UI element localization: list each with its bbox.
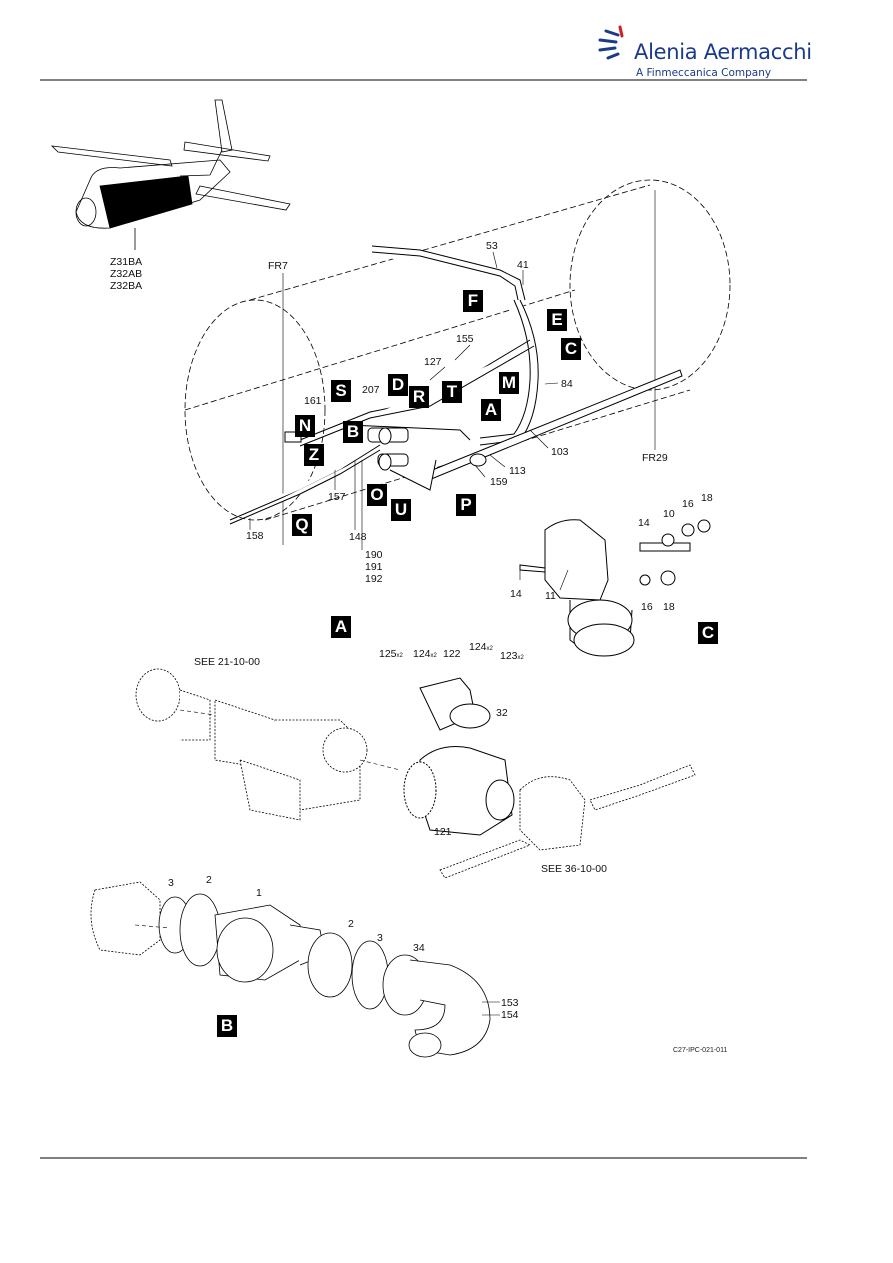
detail-title-a: A	[331, 616, 351, 638]
part-label: 41	[517, 259, 529, 271]
part-label: 153	[501, 997, 519, 1009]
part-label: 125x2	[379, 648, 403, 660]
part-label: 14	[638, 517, 650, 529]
part-label: 11	[545, 590, 556, 602]
part-label: 16	[641, 601, 653, 613]
part-label: 158	[246, 530, 264, 542]
part-label-stack: 153 154	[501, 997, 519, 1021]
frame-label-fr29: FR29	[642, 452, 668, 464]
part-label: 18	[663, 601, 675, 613]
valve-detail-c	[519, 519, 711, 657]
part-label-stack: 190 191 192	[365, 549, 383, 585]
reference-see-36: SEE 36-10-00	[541, 863, 607, 875]
part-label: 3	[168, 877, 174, 889]
part-label: 113	[509, 465, 526, 477]
view-marker-u: U	[391, 499, 411, 521]
view-marker-e: E	[547, 309, 567, 331]
part-label: 122	[443, 648, 461, 660]
view-marker-t: T	[442, 381, 462, 403]
part-label: 32	[496, 707, 508, 719]
part-label: 192	[365, 573, 383, 585]
brand-name: Alenia Aermacchi	[634, 40, 812, 64]
part-label: 34	[413, 942, 425, 954]
part-label: 155	[456, 333, 474, 345]
part-label: 207	[362, 384, 380, 396]
part-label: 159	[490, 476, 508, 488]
zone-item: Z32BA	[110, 280, 143, 292]
view-marker-a: A	[481, 399, 501, 421]
view-marker-r: R	[409, 386, 429, 408]
view-marker-q: Q	[292, 514, 312, 536]
part-label: 161	[304, 395, 322, 407]
part-label: 127	[424, 356, 442, 368]
clamp-122	[419, 677, 491, 731]
view-marker-z: Z	[304, 444, 324, 466]
part-label: 124x2	[413, 648, 437, 660]
view-marker-o: O	[367, 484, 387, 506]
zone-item: Z32AB	[110, 268, 143, 280]
part-label: 121	[434, 826, 452, 838]
view-marker-f: F	[463, 290, 483, 312]
part-label: 191	[365, 561, 383, 573]
shroud-right	[439, 764, 696, 879]
part-label: 124x2	[469, 641, 493, 653]
reference-see-21: SEE 21-10-00	[194, 656, 260, 668]
frame-label-fr7: FR7	[268, 260, 288, 272]
part-label: 148	[349, 531, 367, 543]
part-label: 14	[510, 588, 522, 600]
part-label: 2	[348, 918, 354, 930]
part-label: 84	[561, 378, 573, 390]
part-label: 154	[501, 1009, 519, 1021]
leader-lines	[249, 251, 559, 550]
brand-tagline: A Finmeccanica Company	[636, 67, 772, 79]
view-marker-n: N	[295, 415, 315, 437]
fuselage-outline	[184, 179, 731, 521]
part-label: 2	[206, 874, 212, 886]
part-label: 157	[328, 491, 346, 503]
figure-code: C27-IPC-021-011	[673, 1047, 728, 1054]
duct-detail-b	[90, 881, 491, 1058]
detail-title-c: C	[698, 622, 718, 644]
view-marker-c: C	[561, 338, 581, 360]
view-marker-p: P	[456, 494, 476, 516]
sleeve-121	[403, 746, 515, 836]
part-label: 3	[377, 932, 383, 944]
view-marker-d: D	[388, 374, 408, 396]
zone-list: Z31BA Z32AB Z32BA	[110, 256, 142, 292]
logo-icon	[598, 25, 624, 60]
part-label: 103	[551, 446, 569, 458]
view-marker-m: M	[499, 372, 519, 394]
part-label: 190	[365, 549, 383, 561]
view-marker-s: S	[331, 380, 351, 402]
view-marker-b: B	[343, 421, 363, 443]
valve-assembly-middle	[135, 668, 368, 821]
part-label: 10	[663, 508, 675, 520]
part-label: 1	[256, 887, 262, 899]
zone-item: Z31BA	[110, 256, 143, 268]
part-label: 16	[682, 498, 694, 510]
part-label: 123x2	[500, 650, 524, 662]
aircraft-locator-icon	[50, 99, 291, 250]
part-label: 53	[486, 240, 498, 252]
detail-title-b: B	[217, 1015, 237, 1037]
part-label: 18	[701, 492, 713, 504]
